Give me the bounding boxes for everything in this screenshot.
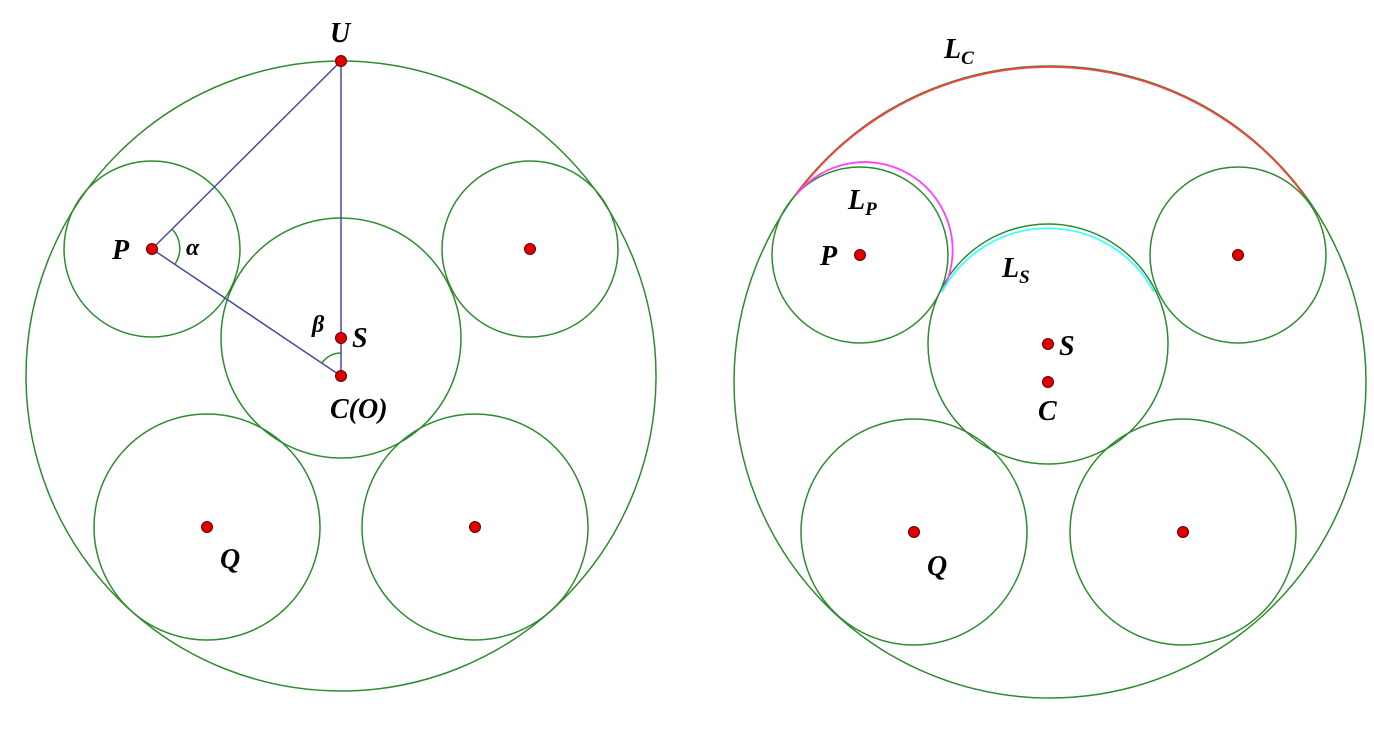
label-lc: LC [943,34,974,69]
point-top-right [524,243,536,255]
angle-alpha-arc [171,228,181,265]
label-q: Q [927,551,947,582]
label-c: C [1038,396,1057,427]
point-q [201,521,213,533]
point-q [908,526,920,538]
point-p [854,249,866,261]
label-alpha: α [186,235,200,261]
label-u: U [330,18,352,49]
circle-p [771,166,949,344]
central-circle [927,223,1169,465]
circle-top-right [1149,166,1327,344]
circle-q [93,413,321,641]
label-p: P [819,241,838,272]
circle-bottom-right [1069,418,1297,646]
point-u [335,55,347,67]
label-p: P [111,235,130,266]
segment-pc [151,248,342,377]
label-s: S [1059,331,1075,362]
point-bottom-right [1177,526,1189,538]
label-lp: LP [847,185,877,220]
arc-ls [941,227,1155,293]
label-q: Q [220,544,240,575]
circle-p [63,160,241,338]
segment-up [151,60,342,250]
point-s [335,332,347,344]
circle-top-right [441,160,619,338]
point-c [335,370,347,382]
point-c [1042,376,1054,388]
point-s [1042,338,1054,350]
outer-circle [733,65,1367,699]
point-bottom-right [469,521,481,533]
angle-beta-arc [321,352,342,364]
label-c-o: C(O) [330,394,388,425]
label-s: S [352,323,368,354]
arc-lc [795,66,1305,196]
circle-bottom-right [361,413,589,641]
left-figure: U P α β S C(O) Q [25,18,657,692]
right-figure: LC LP LS P S C Q [733,34,1367,699]
circle-q [800,418,1028,646]
label-beta: β [311,312,325,338]
point-top-right [1232,249,1244,261]
label-ls: LS [1001,253,1030,288]
point-p [146,243,158,255]
arc-lp [795,161,954,293]
